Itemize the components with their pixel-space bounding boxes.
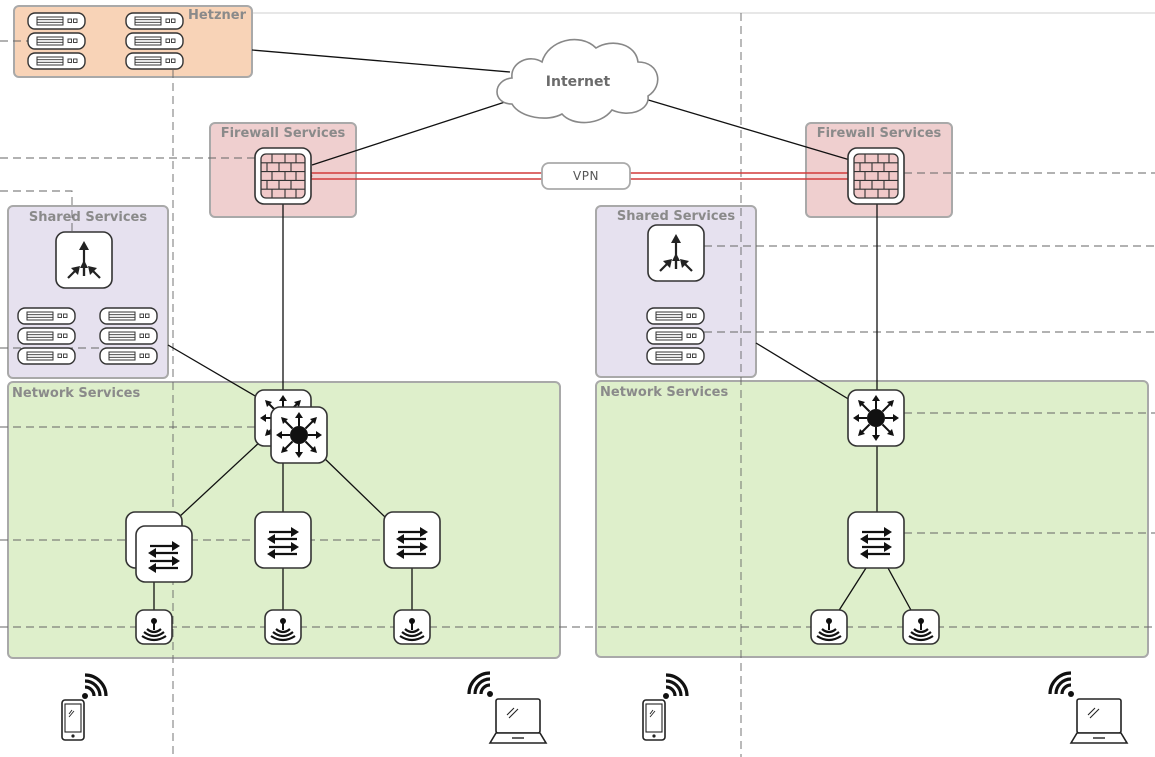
zone-shared-right (595, 205, 757, 378)
wireless-access-point-icon (134, 608, 174, 646)
dashed-guides (0, 13, 1155, 757)
wireless-access-point-icon (809, 608, 849, 646)
server-rack-icon (18, 308, 75, 364)
core-switch-star-icon (847, 389, 905, 447)
laptop-icon (489, 698, 547, 744)
phone-icon (642, 699, 666, 741)
vpn-label-box (541, 162, 631, 190)
switch-arrows-icon (134, 524, 194, 584)
switch-arrows-icon (253, 510, 313, 570)
vpn-label: VPN (573, 169, 599, 183)
server-rack-icon (126, 13, 183, 69)
zone-label-firewall-right: Firewall Services (817, 126, 942, 141)
router-arrows-icon (646, 223, 706, 283)
wifi-icon (661, 673, 689, 701)
zone-label-network-left: Network Services (12, 386, 140, 401)
wireless-access-point-icon (392, 608, 432, 646)
wireless-access-point-icon (263, 608, 303, 646)
wifi-icon (80, 673, 108, 701)
zone-label-shared-right: Shared Services (617, 209, 735, 224)
server-rack-icon (100, 308, 157, 364)
zone-label-shared-left: Shared Services (29, 210, 147, 225)
wireless-access-point-icon (901, 608, 941, 646)
core-switch-star-icon (270, 406, 328, 464)
router-arrows-icon (54, 230, 114, 290)
switch-arrows-icon (846, 510, 906, 570)
phone-icon (61, 699, 85, 741)
vpn-tunnel (310, 172, 850, 180)
server-rack-icon (647, 308, 704, 364)
zone-label-hetzner: Hetzner (188, 8, 247, 23)
links (153, 49, 913, 613)
laptop-icon (1070, 698, 1128, 744)
server-rack-icon (28, 13, 85, 69)
cloud-label: Internet (546, 74, 611, 90)
zone-label-firewall-left: Firewall Services (221, 126, 346, 141)
firewall-brick-icon (254, 147, 312, 205)
wifi-icon (467, 671, 495, 699)
wifi-icon (1048, 671, 1076, 699)
firewall-brick-icon (847, 147, 905, 205)
switch-arrows-icon (382, 510, 442, 570)
cloud-icon (496, 38, 659, 124)
zone-label-network-right: Network Services (600, 385, 728, 400)
